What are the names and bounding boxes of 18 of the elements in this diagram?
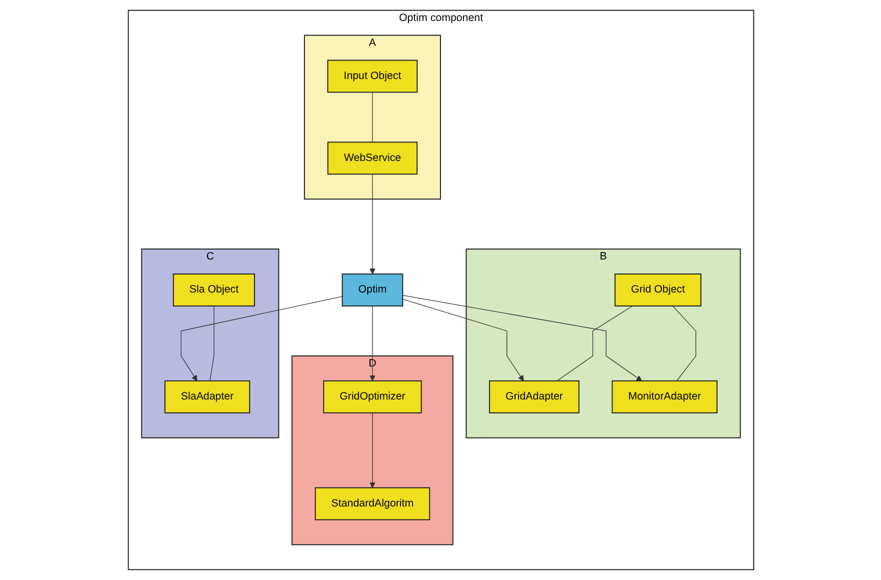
node-box: GridOptimizer — [322, 380, 422, 414]
node-box: Sla Object — [172, 274, 254, 306]
node-box: SlaAdapter — [164, 380, 250, 414]
connector — [209, 306, 214, 382]
arrow — [402, 298, 524, 382]
node-box: StandardAlgoritm — [314, 487, 430, 520]
arrow — [369, 412, 375, 488]
arrow — [369, 174, 375, 274]
arrow — [180, 296, 342, 382]
node-box: Optim — [341, 274, 403, 306]
arrow — [402, 294, 642, 382]
node-box: MonitorAdapter — [611, 380, 718, 414]
node-box: GridAdapter — [488, 380, 579, 414]
node-box: Grid Object — [614, 274, 701, 306]
connector — [672, 306, 696, 382]
node-box: Input Object — [326, 60, 418, 93]
connector — [556, 306, 632, 382]
node-box: WebService — [326, 142, 418, 175]
